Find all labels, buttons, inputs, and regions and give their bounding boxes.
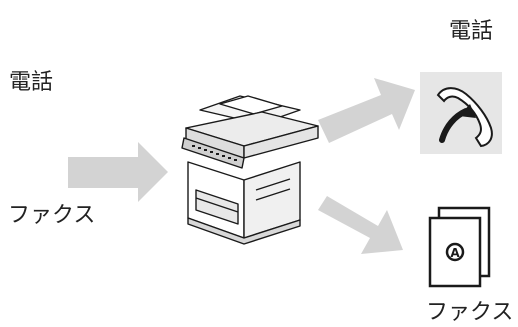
incoming-fax-label: ファクス — [8, 197, 95, 229]
fax-document-icon: A — [430, 208, 489, 286]
multifunction-printer-icon — [182, 96, 318, 244]
outgoing-phone-label: 電話 — [449, 13, 493, 45]
incoming-phone-label: 電話 — [9, 64, 53, 96]
outgoing-fax-label: ファクス — [426, 294, 513, 326]
outgoing-phone-arrow-icon — [318, 78, 415, 143]
svg-text:A: A — [450, 246, 460, 260]
incoming-arrow-icon — [68, 142, 168, 202]
outgoing-fax-arrow-icon — [318, 196, 403, 254]
